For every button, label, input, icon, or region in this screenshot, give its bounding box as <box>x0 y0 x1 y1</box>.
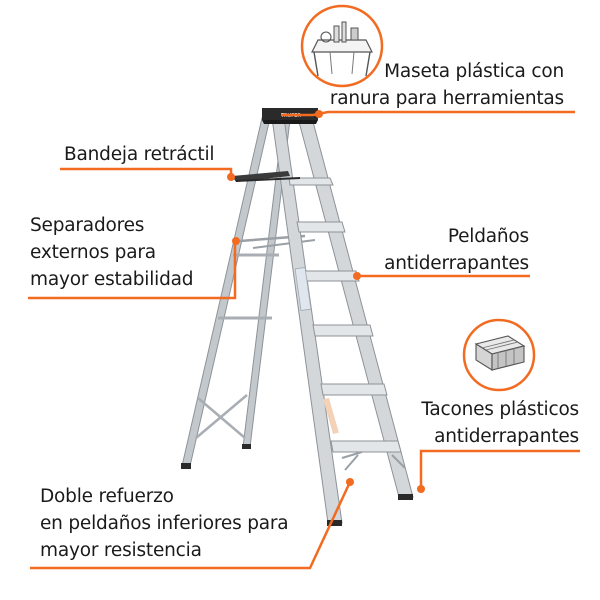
spreader-bar <box>252 239 316 249</box>
callout-line-bandeja <box>60 167 233 178</box>
callout-text: Bandeja retráctil <box>64 144 215 165</box>
rail-label-sticker <box>323 397 339 435</box>
rear-brace-diagonal <box>197 397 246 439</box>
foot-pad <box>327 520 342 526</box>
callout-dot-doble <box>346 478 354 486</box>
callout-label-tacones: Tacones plásticos antiderrapantes <box>421 396 579 450</box>
front-rail-right <box>297 117 414 498</box>
top-cap-front <box>262 120 318 124</box>
callout-text: externos para <box>30 242 156 263</box>
callout-text: Doble refuerzo <box>40 486 174 507</box>
step-reinforcement <box>344 454 359 471</box>
foot-pad <box>181 463 191 469</box>
rubber-feet-icon <box>462 318 536 392</box>
callout-text: mayor resistencia <box>40 540 202 561</box>
callout-dot-maseta <box>315 110 323 118</box>
callout-dot-peldanos <box>353 272 361 280</box>
callout-line-separadores <box>28 241 237 300</box>
retractable-tray-arm <box>235 177 301 182</box>
callout-dot-separadores <box>232 237 240 245</box>
callout-dot-bandeja <box>227 173 235 181</box>
ladder-step <box>320 383 388 396</box>
callout-lines <box>28 110 580 570</box>
foot-pad <box>398 494 413 500</box>
callout-label-doble: Doble refuerzo en peldaños inferiores pa… <box>40 483 289 564</box>
ladder-step <box>330 440 402 453</box>
callout-text: ranura para herramientas <box>329 88 564 109</box>
tool-tray-icon <box>300 4 384 88</box>
retractable-tray <box>232 171 290 182</box>
callout-text: en peldaños inferiores para <box>40 513 289 534</box>
ladder-step <box>296 221 346 233</box>
callout-line-doble <box>30 481 352 570</box>
callout-dot-tacones <box>417 485 425 493</box>
callout-label-peldanos: Peldaños antiderrapantes <box>384 223 529 277</box>
ladder-step <box>312 324 374 337</box>
step-reinforcement <box>341 451 363 459</box>
callout-text: Separadores <box>30 215 145 236</box>
callout-label-bandeja: Bandeja retráctil <box>64 141 215 168</box>
step-reinforcement <box>391 454 406 469</box>
callout-label-separadores: Separadores externos para mayor estabili… <box>30 212 194 293</box>
ladder-step <box>288 177 334 186</box>
ladder-step <box>304 270 360 282</box>
foot-pad <box>242 444 251 449</box>
callout-text: Maseta plástica con <box>384 61 564 82</box>
callout-text: Peldaños <box>447 226 529 247</box>
callout-text: mayor estabilidad <box>30 269 194 290</box>
callout-text: antiderrapantes <box>434 426 579 447</box>
step-ladder <box>181 108 414 526</box>
rail-label-sticker <box>294 267 312 311</box>
callout-text: Tacones plásticos <box>421 399 579 420</box>
callout-text: antiderrapantes <box>384 253 529 274</box>
callout-line-maseta <box>281 110 575 117</box>
callout-label-maseta: Maseta plástica con ranura para herramie… <box>330 58 564 112</box>
callout-line-tacones <box>419 449 580 490</box>
